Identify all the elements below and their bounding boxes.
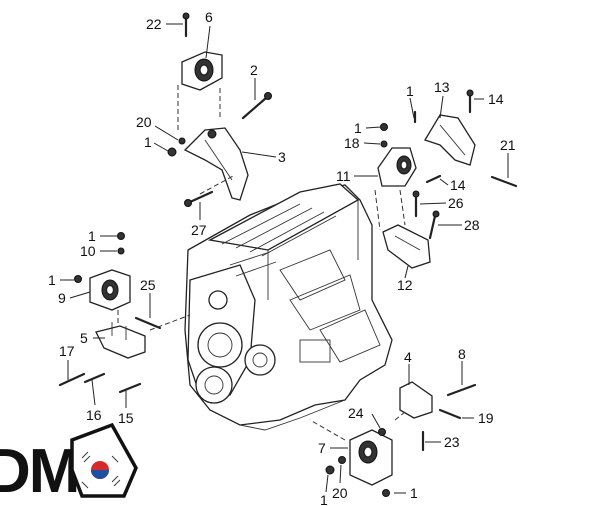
leader-lines	[60, 23, 509, 494]
label-20-bottom: 20	[332, 485, 348, 501]
label-11: 11	[336, 168, 351, 184]
engine-mount-rear	[349, 429, 393, 486]
label-26: 26	[448, 195, 464, 211]
label-22: 22	[146, 16, 162, 32]
label-1-top: 1	[144, 134, 152, 150]
label-1-bottom: 1	[320, 492, 328, 506]
label-1-bottom-right: 1	[410, 485, 418, 501]
mounting-bracket-13	[424, 114, 476, 166]
label-1-right: 1	[354, 120, 362, 136]
label-4: 4	[404, 349, 412, 365]
label-24: 24	[348, 405, 364, 421]
engine-mount-left	[89, 269, 131, 311]
label-18: 18	[344, 135, 360, 151]
label-10: 10	[80, 243, 96, 259]
mounting-bracket-12	[382, 224, 431, 269]
label-21: 21	[500, 137, 516, 153]
dm-logo: DM	[0, 422, 138, 506]
label-14-mid: 14	[450, 177, 466, 193]
label-14-top: 14	[488, 91, 504, 107]
label-16: 16	[86, 407, 102, 423]
label-3: 3	[278, 149, 286, 165]
label-19: 19	[478, 410, 494, 426]
logo-tag-shape	[70, 422, 138, 498]
label-15: 15	[118, 410, 134, 426]
label-1-left: 1	[48, 272, 56, 288]
label-13: 13	[434, 79, 450, 95]
engine-mount-upper	[181, 51, 223, 91]
label-25: 25	[140, 277, 156, 293]
label-8: 8	[458, 346, 466, 362]
logo-flag-lower	[91, 470, 109, 479]
label-12: 12	[397, 277, 413, 293]
label-1-right-top: 1	[406, 83, 414, 99]
label-9: 9	[58, 290, 66, 306]
label-23: 23	[444, 434, 460, 450]
part-labels: 22 6 2 20 1 3 27 1 13 14 1 18 21 11 14 2…	[48, 9, 516, 506]
engine-block	[184, 183, 393, 431]
label-27: 27	[191, 222, 207, 238]
label-6: 6	[205, 9, 213, 25]
label-20-top: 20	[136, 114, 152, 130]
mounting-bracket-4	[399, 381, 433, 419]
mounting-bracket-5	[95, 322, 146, 359]
mounting-bracket-upper	[183, 127, 249, 201]
label-17: 17	[59, 343, 75, 359]
label-2: 2	[250, 62, 258, 78]
label-1-left-top: 1	[88, 228, 96, 244]
label-28: 28	[464, 217, 480, 233]
logo-text: DM	[0, 437, 78, 506]
label-5: 5	[80, 330, 88, 346]
engine-mount-right	[377, 147, 417, 187]
label-7: 7	[318, 440, 326, 456]
